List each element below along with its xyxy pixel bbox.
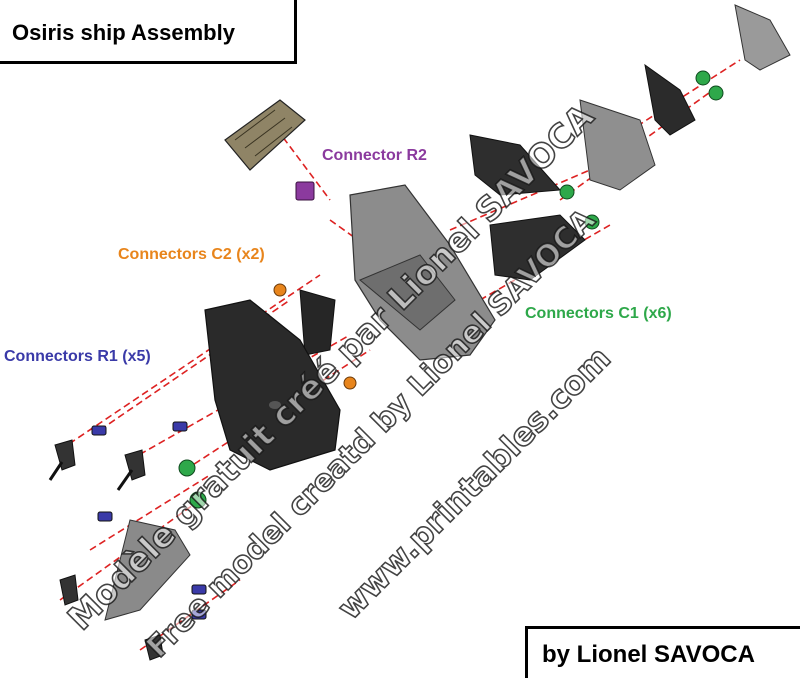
- guide-line: [479, 224, 611, 301]
- title-box: Osiris ship Assembly: [0, 0, 297, 64]
- connector-r1-piece: [191, 609, 207, 620]
- wing-panel: [204, 299, 341, 471]
- rear-fin-parts: [579, 4, 791, 191]
- guide-line: [59, 274, 321, 451]
- hatch-panel: [224, 99, 306, 171]
- credit-box: by Lionel SAVOCA: [525, 626, 800, 678]
- connector-c1-piece: [708, 85, 724, 101]
- label-connectors-c1: Connectors C1 (x6): [525, 305, 672, 322]
- label-connectors-r1: Connectors R1 (x5): [4, 348, 151, 365]
- label-connector-r2: Connector R2: [322, 147, 427, 164]
- connector-c1-piece: [189, 491, 207, 509]
- connector-c1-piece: [584, 214, 600, 230]
- page-title: Osiris ship Assembly: [12, 20, 235, 45]
- connector-r1-piece: [97, 511, 113, 522]
- guide-line: [449, 169, 591, 231]
- connector-r2-piece: [295, 181, 315, 201]
- guide-line: [139, 579, 241, 651]
- antenna-pins: [48, 439, 164, 661]
- connectors-c1-pieces: [178, 70, 724, 509]
- guide-line: [89, 474, 211, 551]
- connector-c2-piece: [343, 376, 357, 390]
- connector-r1-piece: [91, 425, 107, 436]
- connector-c1-piece: [178, 459, 196, 477]
- author-credit: by Lionel SAVOCA: [542, 641, 755, 668]
- connector-r1-piece: [172, 421, 188, 432]
- upper-body-part: [349, 184, 496, 361]
- connector-r1-piece: [191, 584, 207, 595]
- nose-cone-part: [104, 519, 191, 621]
- dark-hull-parts: [299, 63, 696, 356]
- connector-c1-piece: [559, 184, 575, 200]
- connectors-r1-pieces: [91, 421, 207, 620]
- connector-c2-piece: [273, 283, 287, 297]
- label-connectors-c2: Connectors C2 (x2): [118, 246, 265, 263]
- guide-line: [59, 499, 201, 601]
- connector-c1-piece: [695, 70, 711, 86]
- connectors-c2-pieces: [273, 283, 357, 390]
